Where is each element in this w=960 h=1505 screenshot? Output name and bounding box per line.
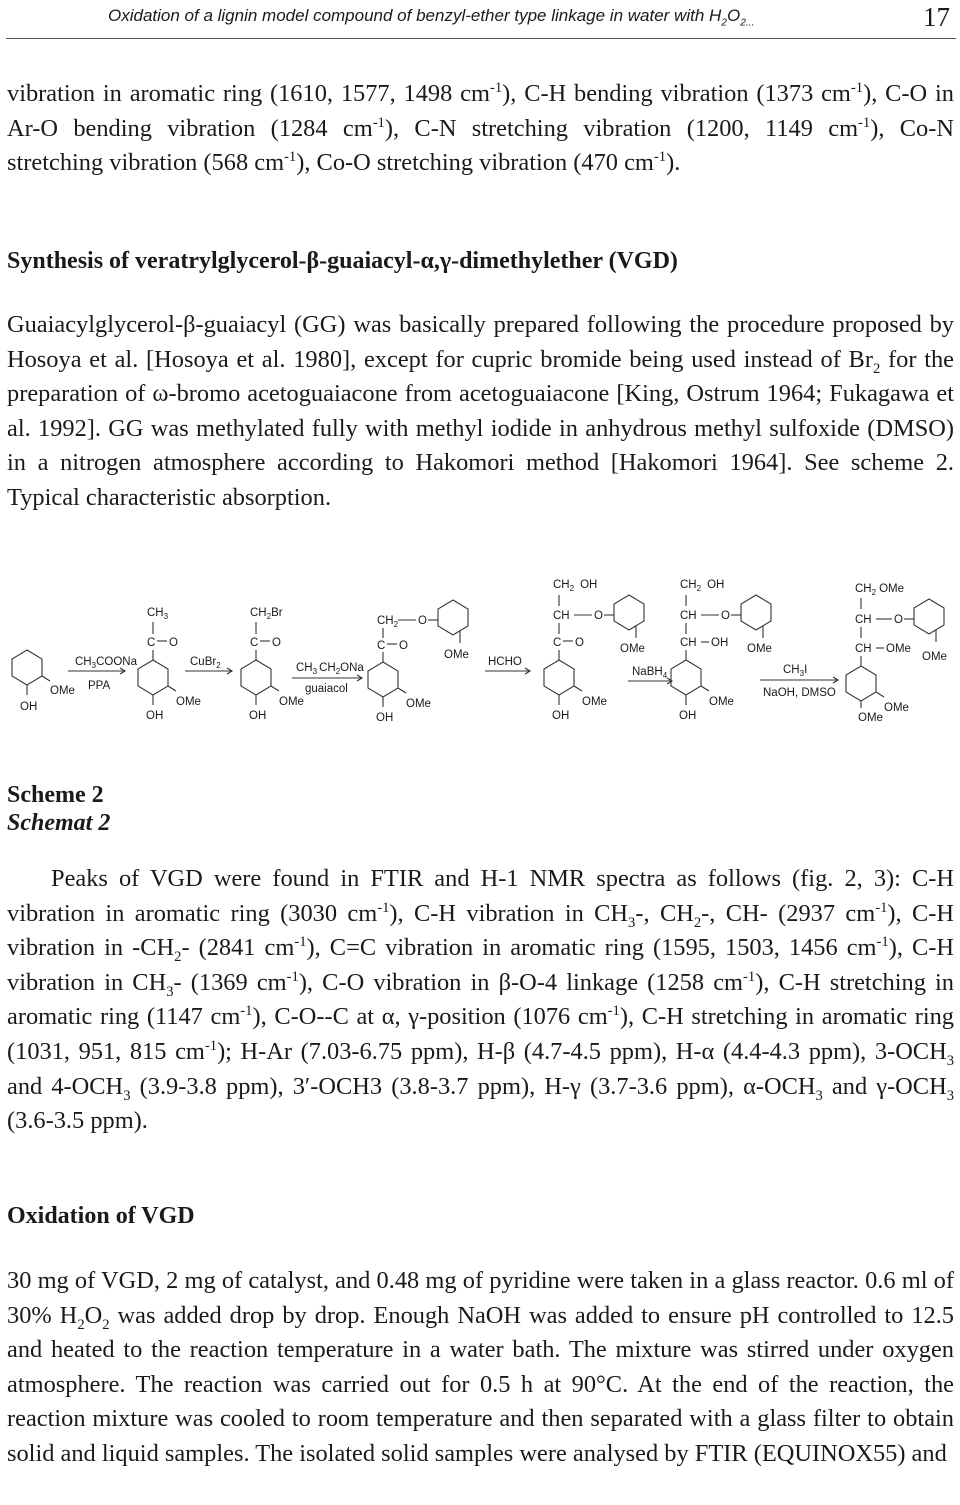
paragraph-vgd-peaks: Peaks of VGD were found in FTIR and H-1 … — [7, 865, 955, 1135]
benzene-ring — [240, 659, 272, 696]
ome-label: OMe — [620, 643, 645, 655]
ome-label: OMe — [886, 643, 911, 655]
ch-label: CH — [855, 643, 872, 655]
benzene-ring — [11, 649, 43, 686]
guaiacyl-ring — [613, 594, 645, 631]
carbonyl-c: C — [250, 637, 258, 649]
carbonyl-o: O — [169, 637, 178, 649]
section-heading-synthesis: Synthesis of veratrylglycerol-β-guaiacyl… — [7, 248, 678, 274]
oh-label: OH — [376, 712, 393, 724]
running-title: Oxidation of a lignin model compound of … — [108, 6, 755, 29]
guaiacyl-ring — [740, 594, 772, 631]
reagent-nabh4: NaBH4 — [632, 666, 668, 680]
carbonyl-o: O — [399, 640, 408, 652]
oh-label: OH — [146, 710, 163, 722]
benzene-ring — [845, 665, 877, 702]
ome-label: OMe — [582, 696, 607, 708]
scheme-label-polish: Schemat 2 — [7, 810, 111, 836]
page-header: Oxidation of a lignin model compound of … — [6, 0, 956, 39]
reagent-hcho: HCHO — [488, 656, 522, 668]
ether-o: O — [594, 610, 603, 622]
reagent-cubr2: CuBr2 — [190, 656, 221, 670]
oh-label: OH — [679, 710, 696, 722]
reagent-ppa: PPA — [88, 680, 110, 692]
reagent-ch3i: CH3I — [783, 664, 807, 678]
ome-label: OMe — [709, 696, 734, 708]
ether-o: O — [721, 610, 730, 622]
carbonyl-c: C — [147, 637, 155, 649]
ch-label: CH — [680, 610, 697, 622]
guaiacyl-ring — [913, 598, 945, 635]
benzene-ring — [543, 659, 575, 696]
ome-label: OMe — [444, 649, 469, 661]
bromo-acetoguaiacone-structure: CH2Br C O OH OMe — [240, 607, 304, 722]
carbonyl-c: C — [377, 640, 385, 652]
paragraph-synthesis: Guaiacylglycerol-β-guaiacyl (GG) was bas… — [7, 311, 954, 511]
step2-arrow: CuBr2 — [185, 656, 234, 675]
scheme-label: Scheme 2 — [7, 782, 104, 808]
page-number: 17 — [923, 2, 950, 32]
ch-label: CH — [680, 637, 697, 649]
guaiacol-structure: OH OMe — [11, 649, 75, 713]
ether-o: O — [894, 614, 903, 626]
oh-label: OH — [711, 637, 728, 649]
section-heading-oxidation: Oxidation of VGD — [7, 1203, 195, 1229]
reagent-naoh-dmso: NaOH, DMSO — [763, 687, 836, 699]
scheme-2-reaction-diagram: OH OMe CH3COONa PPA CH3 C O OH OMe CuBr2… — [11, 579, 947, 724]
step4-arrow: HCHO — [485, 656, 532, 675]
carbonyl-c: C — [553, 637, 561, 649]
benzene-ring — [670, 659, 702, 696]
benzene-ring — [137, 659, 169, 696]
step1-arrow: CH3COONa PPA — [68, 656, 138, 692]
ome-label: OMe — [922, 651, 947, 663]
guaiacyl-ring — [437, 599, 469, 636]
ch-label: CH — [855, 614, 872, 626]
reagent-sodium-acetate: CH3COONa — [75, 656, 138, 670]
ome-label: OMe — [176, 696, 201, 708]
acetoguaiacone-structure: CH3 C O OH OMe — [137, 607, 201, 722]
oh-label: OH — [20, 701, 37, 713]
ome-label: OMe — [406, 698, 431, 710]
paragraph-oxidation: 30 mg of VGD, 2 mg of catalyst, and 0.48… — [7, 1267, 955, 1467]
paragraph-ir-vibrations: vibration in aromatic ring (1610, 1577, … — [7, 79, 954, 177]
oh-label: OH — [249, 710, 266, 722]
ome-label: OMe — [50, 685, 75, 697]
benzene-ring — [367, 661, 399, 698]
step6-arrow: CH3I NaOH, DMSO — [760, 664, 840, 699]
carbonyl-o: O — [575, 637, 584, 649]
ch3-label: CH3 — [147, 607, 169, 621]
step5-arrow: NaBH4 — [628, 666, 674, 685]
carbonyl-o: O — [272, 637, 281, 649]
ketone-ether-structure: CH2 O OMe C O OH OMe — [367, 599, 469, 724]
oh-label: OH — [552, 710, 569, 722]
ch2br-label: CH2Br — [250, 607, 283, 621]
ch-label: CH — [553, 610, 570, 622]
ome-label: OMe — [858, 712, 883, 724]
reagent-guaiacol: guaiacol — [305, 683, 348, 695]
ome-label: OMe — [279, 696, 304, 708]
ome-label: OMe — [747, 643, 772, 655]
ch2-label: CH2 — [377, 615, 399, 629]
ome-label: OMe — [884, 702, 909, 714]
ether-o: O — [418, 615, 427, 627]
